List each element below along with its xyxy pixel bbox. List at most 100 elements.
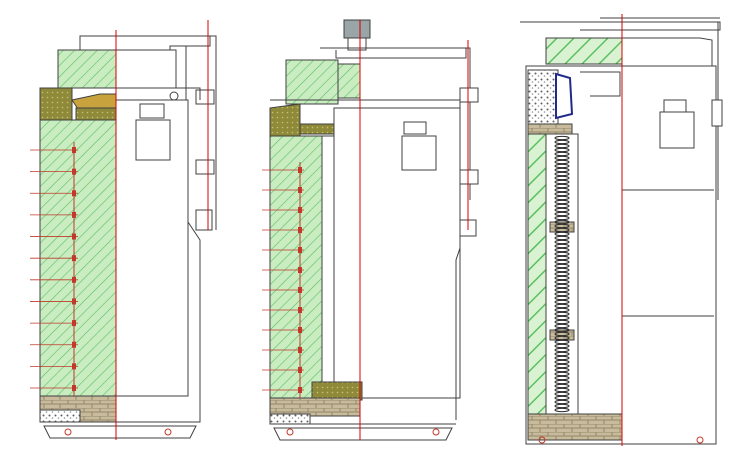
view-1 [39,35,217,439]
coil-turn [554,323,570,329]
coil-turn [554,219,570,225]
floor-brick-2 [269,397,361,417]
post-clamp-mid-2 [459,169,479,185]
coil-turn [554,151,570,157]
coil-turn [554,227,570,233]
coil-turn [554,307,570,313]
coil-turn [554,259,570,265]
inner-bracket-3 [580,71,621,97]
outer-shell-1 [187,100,201,400]
seal-3 [555,72,574,120]
top-insulation-2 [285,59,339,105]
anchor-bolt-1a [64,428,72,436]
top-arm-3 [520,21,721,31]
coil-turn [554,159,570,165]
coil-turn [554,179,570,185]
heater-rows-2 [262,162,304,398]
coil-turn [554,171,570,177]
floor-gravel-2 [269,413,311,425]
lid-lining-2 [337,63,361,99]
coil-turn [554,299,570,305]
coil-turn [554,175,570,181]
coil-turn [554,391,570,397]
coil-turn [554,255,570,261]
coil-turn [554,279,570,285]
outer-shell-2 [455,108,461,420]
coil-turn [554,203,570,209]
coil-turn [554,239,570,245]
coil-turn [554,339,570,345]
coil-turn [554,371,570,377]
coil-turn [554,267,570,273]
coil-turn [554,143,570,149]
post-clamp-bottom-1 [195,209,213,231]
coil-turn [554,347,570,353]
coil-turn [554,327,570,333]
side-post-1 [210,35,217,230]
coil-turn [554,235,570,241]
post-clamp-3 [711,99,723,127]
coil-turn [554,315,570,321]
coil-turn [554,155,570,161]
floor-brick-3 [527,413,623,441]
coil-turn [554,383,570,389]
lid-3 [622,37,713,70]
motor-3 [663,99,687,113]
coil-turn [554,395,570,401]
post-clamp-mid-1 [195,159,215,175]
coil-turn [554,195,570,201]
coil-turn [554,379,570,385]
coil-turn [554,319,570,325]
top-fill-3 [527,69,559,125]
top-insulation-3 [545,37,623,65]
anchor-bolt-1b [164,428,172,436]
top-motor [343,19,371,39]
drive-box-1 [135,119,171,161]
coil-turn [554,163,570,169]
coil-turn [554,167,570,173]
coil-turn [554,311,570,317]
centerlines [115,14,623,446]
motor-2 [403,121,427,135]
wall-lining-2 [269,135,323,399]
gap-2 [321,135,335,399]
pulley-1 [169,91,179,101]
coil-turn [554,275,570,281]
coil-turn [554,187,570,193]
upper-brick-3 [527,123,573,135]
base-plate-2 [273,427,453,441]
top-frame-2 [335,47,471,200]
coil-turn [554,283,570,289]
coil-turn [554,271,570,277]
coil-turn [554,223,570,229]
inner-chamber-2 [333,107,461,399]
coil-turn [554,135,570,141]
coil-turn [554,191,570,197]
view-2 [269,19,479,441]
drive-box-3 [659,111,695,149]
view-3 [520,17,723,445]
coil-turn [554,247,570,253]
coil-turn [554,251,570,257]
coil-turn [554,387,570,393]
coil-turn [554,359,570,365]
floor-gravel-1 [39,409,81,423]
coil-turn [554,243,570,249]
coil-turn [554,139,570,145]
anchor-bolt-2a [286,428,294,436]
coil-turn [554,403,570,409]
coil-turn [554,287,570,293]
sealing-block-2 [269,103,301,137]
top-beam-1 [79,35,211,50]
coil-turn [554,207,570,213]
coil-turn [554,295,570,301]
coil-turn [554,363,570,369]
coil-turn [554,291,570,297]
coil-turn [554,375,570,381]
heater-rows-1 [30,142,78,396]
base-plate-1 [43,425,197,439]
collar-1 [75,107,117,121]
coil-turn [554,211,570,217]
upper-flange-1 [40,87,201,100]
